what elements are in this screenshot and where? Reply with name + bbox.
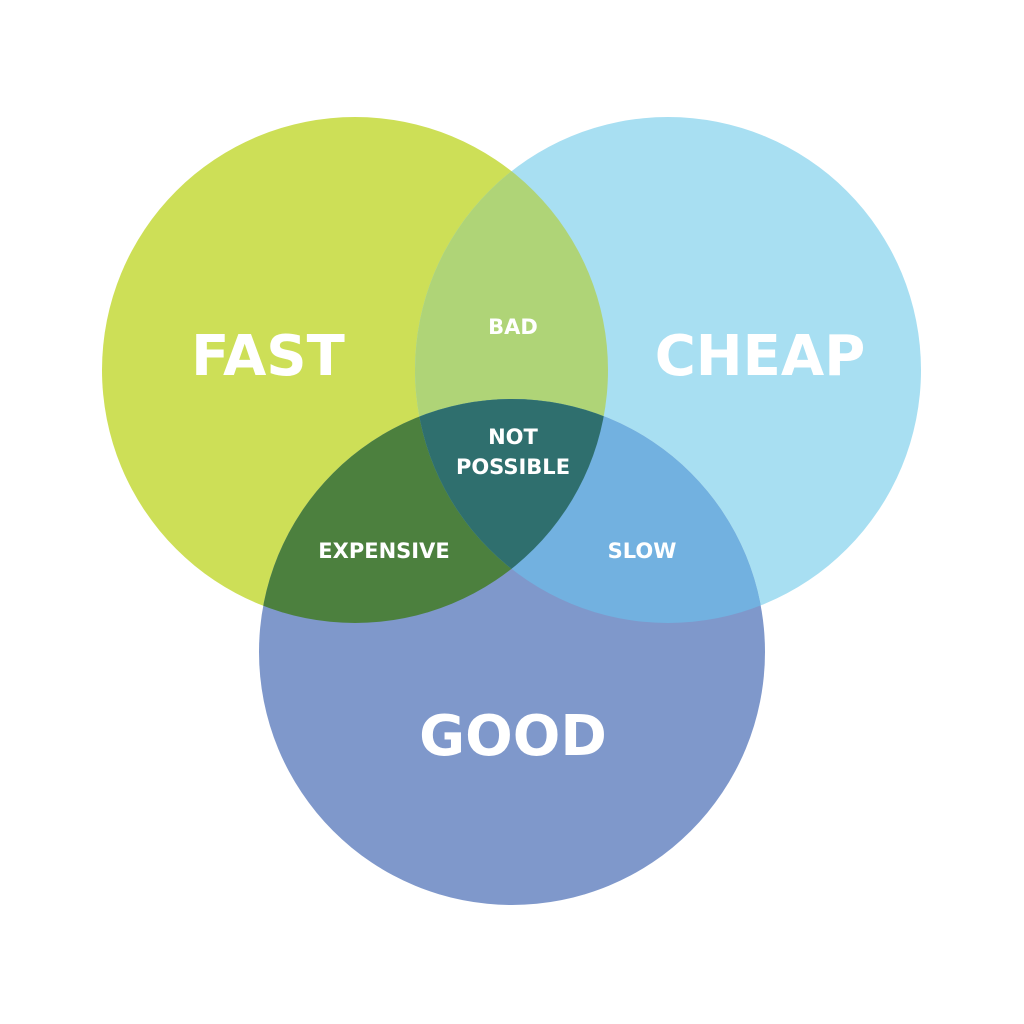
fast-label: FAST [191, 324, 345, 389]
expensive-label: EXPENSIVE [318, 539, 449, 563]
cheap-label: CHEAP [655, 324, 866, 389]
bad-label: BAD [488, 315, 538, 339]
good-label: GOOD [419, 704, 607, 769]
slow-label: SLOW [608, 539, 677, 563]
cheap-good-overlap [415, 399, 765, 623]
fast-good-overlap [259, 399, 608, 623]
not-possible-label-line2: POSSIBLE [456, 455, 570, 479]
not-possible-label-line1: NOT [488, 425, 538, 449]
